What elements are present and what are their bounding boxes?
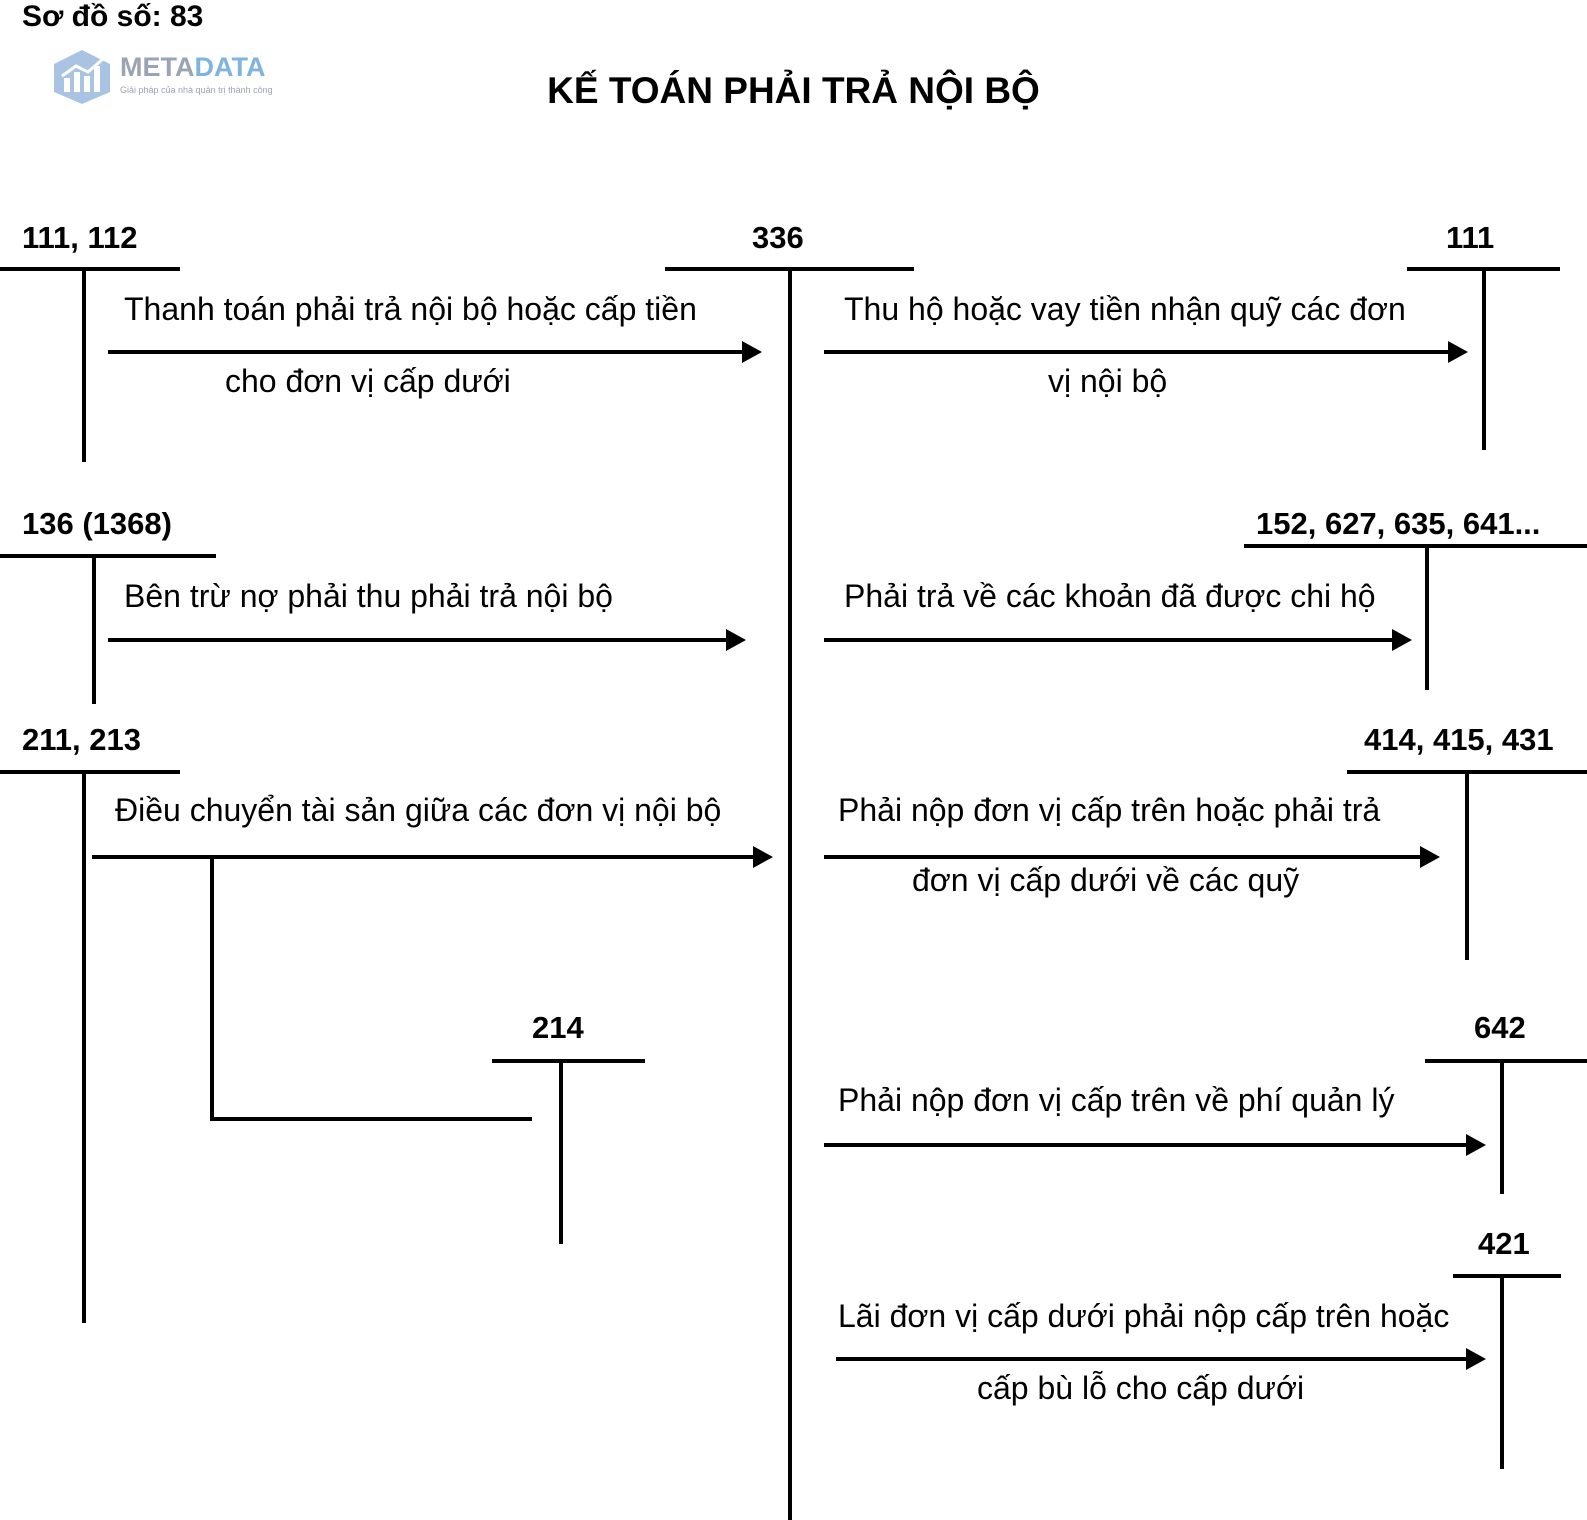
flow-paid-on-behalf: Phải trả về các khoản đã được chi hộ <box>844 578 1376 614</box>
account-414-stem <box>1465 770 1469 960</box>
logo-tagline: Giải pháp của nhà quản trị thành công <box>120 85 273 95</box>
flow-mgmt-fee: Phải nộp đơn vị cấp trên về phí quản lý <box>838 1082 1395 1118</box>
account-111-112-top <box>0 267 180 271</box>
account-111-112-label: 111, 112 <box>22 220 138 255</box>
diagram-number: Sơ đồ số: 83 <box>22 0 204 33</box>
page-title: KẾ TOÁN PHẢI TRẢ NỘI BỘ <box>547 70 1040 111</box>
account-336-stem <box>788 267 792 1520</box>
account-421-stem <box>1500 1274 1504 1469</box>
arrow-mgmt-fee <box>824 1134 1486 1156</box>
account-111-stem <box>1482 267 1486 450</box>
account-214-stem <box>559 1059 563 1244</box>
arrow-profit <box>836 1348 1486 1370</box>
account-642-stem <box>1500 1059 1504 1194</box>
arrow-pay-internal <box>108 341 762 363</box>
flow-remit-funds-line2: đơn vị cấp dưới về các quỹ <box>912 862 1300 898</box>
account-336-label: 336 <box>752 220 804 255</box>
flow-pay-internal-line1: Thanh toán phải trả nội bộ hoặc cấp tiền <box>124 291 697 327</box>
transfer-branch-down <box>210 855 214 1121</box>
account-421-label: 421 <box>1478 1226 1530 1261</box>
flow-collect-line1: Thu hộ hoặc vay tiền nhận quỹ các đơn <box>844 291 1406 327</box>
flow-profit-line1: Lãi đơn vị cấp dưới phải nộp cấp trên ho… <box>838 1298 1450 1334</box>
account-421-top <box>1453 1274 1561 1278</box>
logo: METADATA Giải pháp của nhà quản trị thàn… <box>50 48 300 108</box>
account-152-top <box>1244 544 1587 548</box>
account-642-top <box>1425 1059 1587 1063</box>
account-136-stem <box>92 554 96 704</box>
arrow-collect <box>824 341 1468 363</box>
account-642-label: 642 <box>1474 1010 1526 1045</box>
transfer-branch-across <box>210 1117 532 1121</box>
logo-brand-data: DATA <box>194 52 266 82</box>
account-111-label: 111 <box>1446 220 1495 255</box>
flow-collect-line2: vị nội bộ <box>1048 363 1168 399</box>
logo-icon <box>54 50 110 104</box>
account-211-213-stem <box>82 770 86 1323</box>
flow-remit-funds-line1: Phải nộp đơn vị cấp trên hoặc phải trả <box>838 792 1381 828</box>
account-111-112-stem <box>82 267 86 462</box>
flow-profit-line2: cấp bù lỗ cho cấp dưới <box>977 1370 1305 1406</box>
arrow-offset <box>108 629 746 651</box>
account-414-label: 414, 415, 431 <box>1364 722 1554 757</box>
logo-brand-meta: META <box>120 52 195 82</box>
account-136-top <box>0 554 216 558</box>
account-211-213-top <box>0 770 180 774</box>
account-152-label: 152, 627, 635, 641... <box>1256 506 1541 541</box>
flow-transfer-assets: Điều chuyển tài sản giữa các đơn vị nội … <box>115 792 722 828</box>
arrow-transfer-assets <box>92 846 773 868</box>
flow-pay-internal-line2: cho đơn vị cấp dưới <box>225 363 511 399</box>
account-152-stem <box>1425 544 1429 690</box>
arrow-remit-funds <box>824 846 1440 868</box>
account-214-label: 214 <box>532 1010 584 1045</box>
account-211-213-label: 211, 213 <box>22 722 141 757</box>
account-136-label: 136 (1368) <box>22 506 172 541</box>
arrow-paid-on-behalf <box>824 629 1412 651</box>
account-214-top <box>492 1059 645 1063</box>
flow-offset: Bên trừ nợ phải thu phải trả nội bộ <box>124 578 613 614</box>
